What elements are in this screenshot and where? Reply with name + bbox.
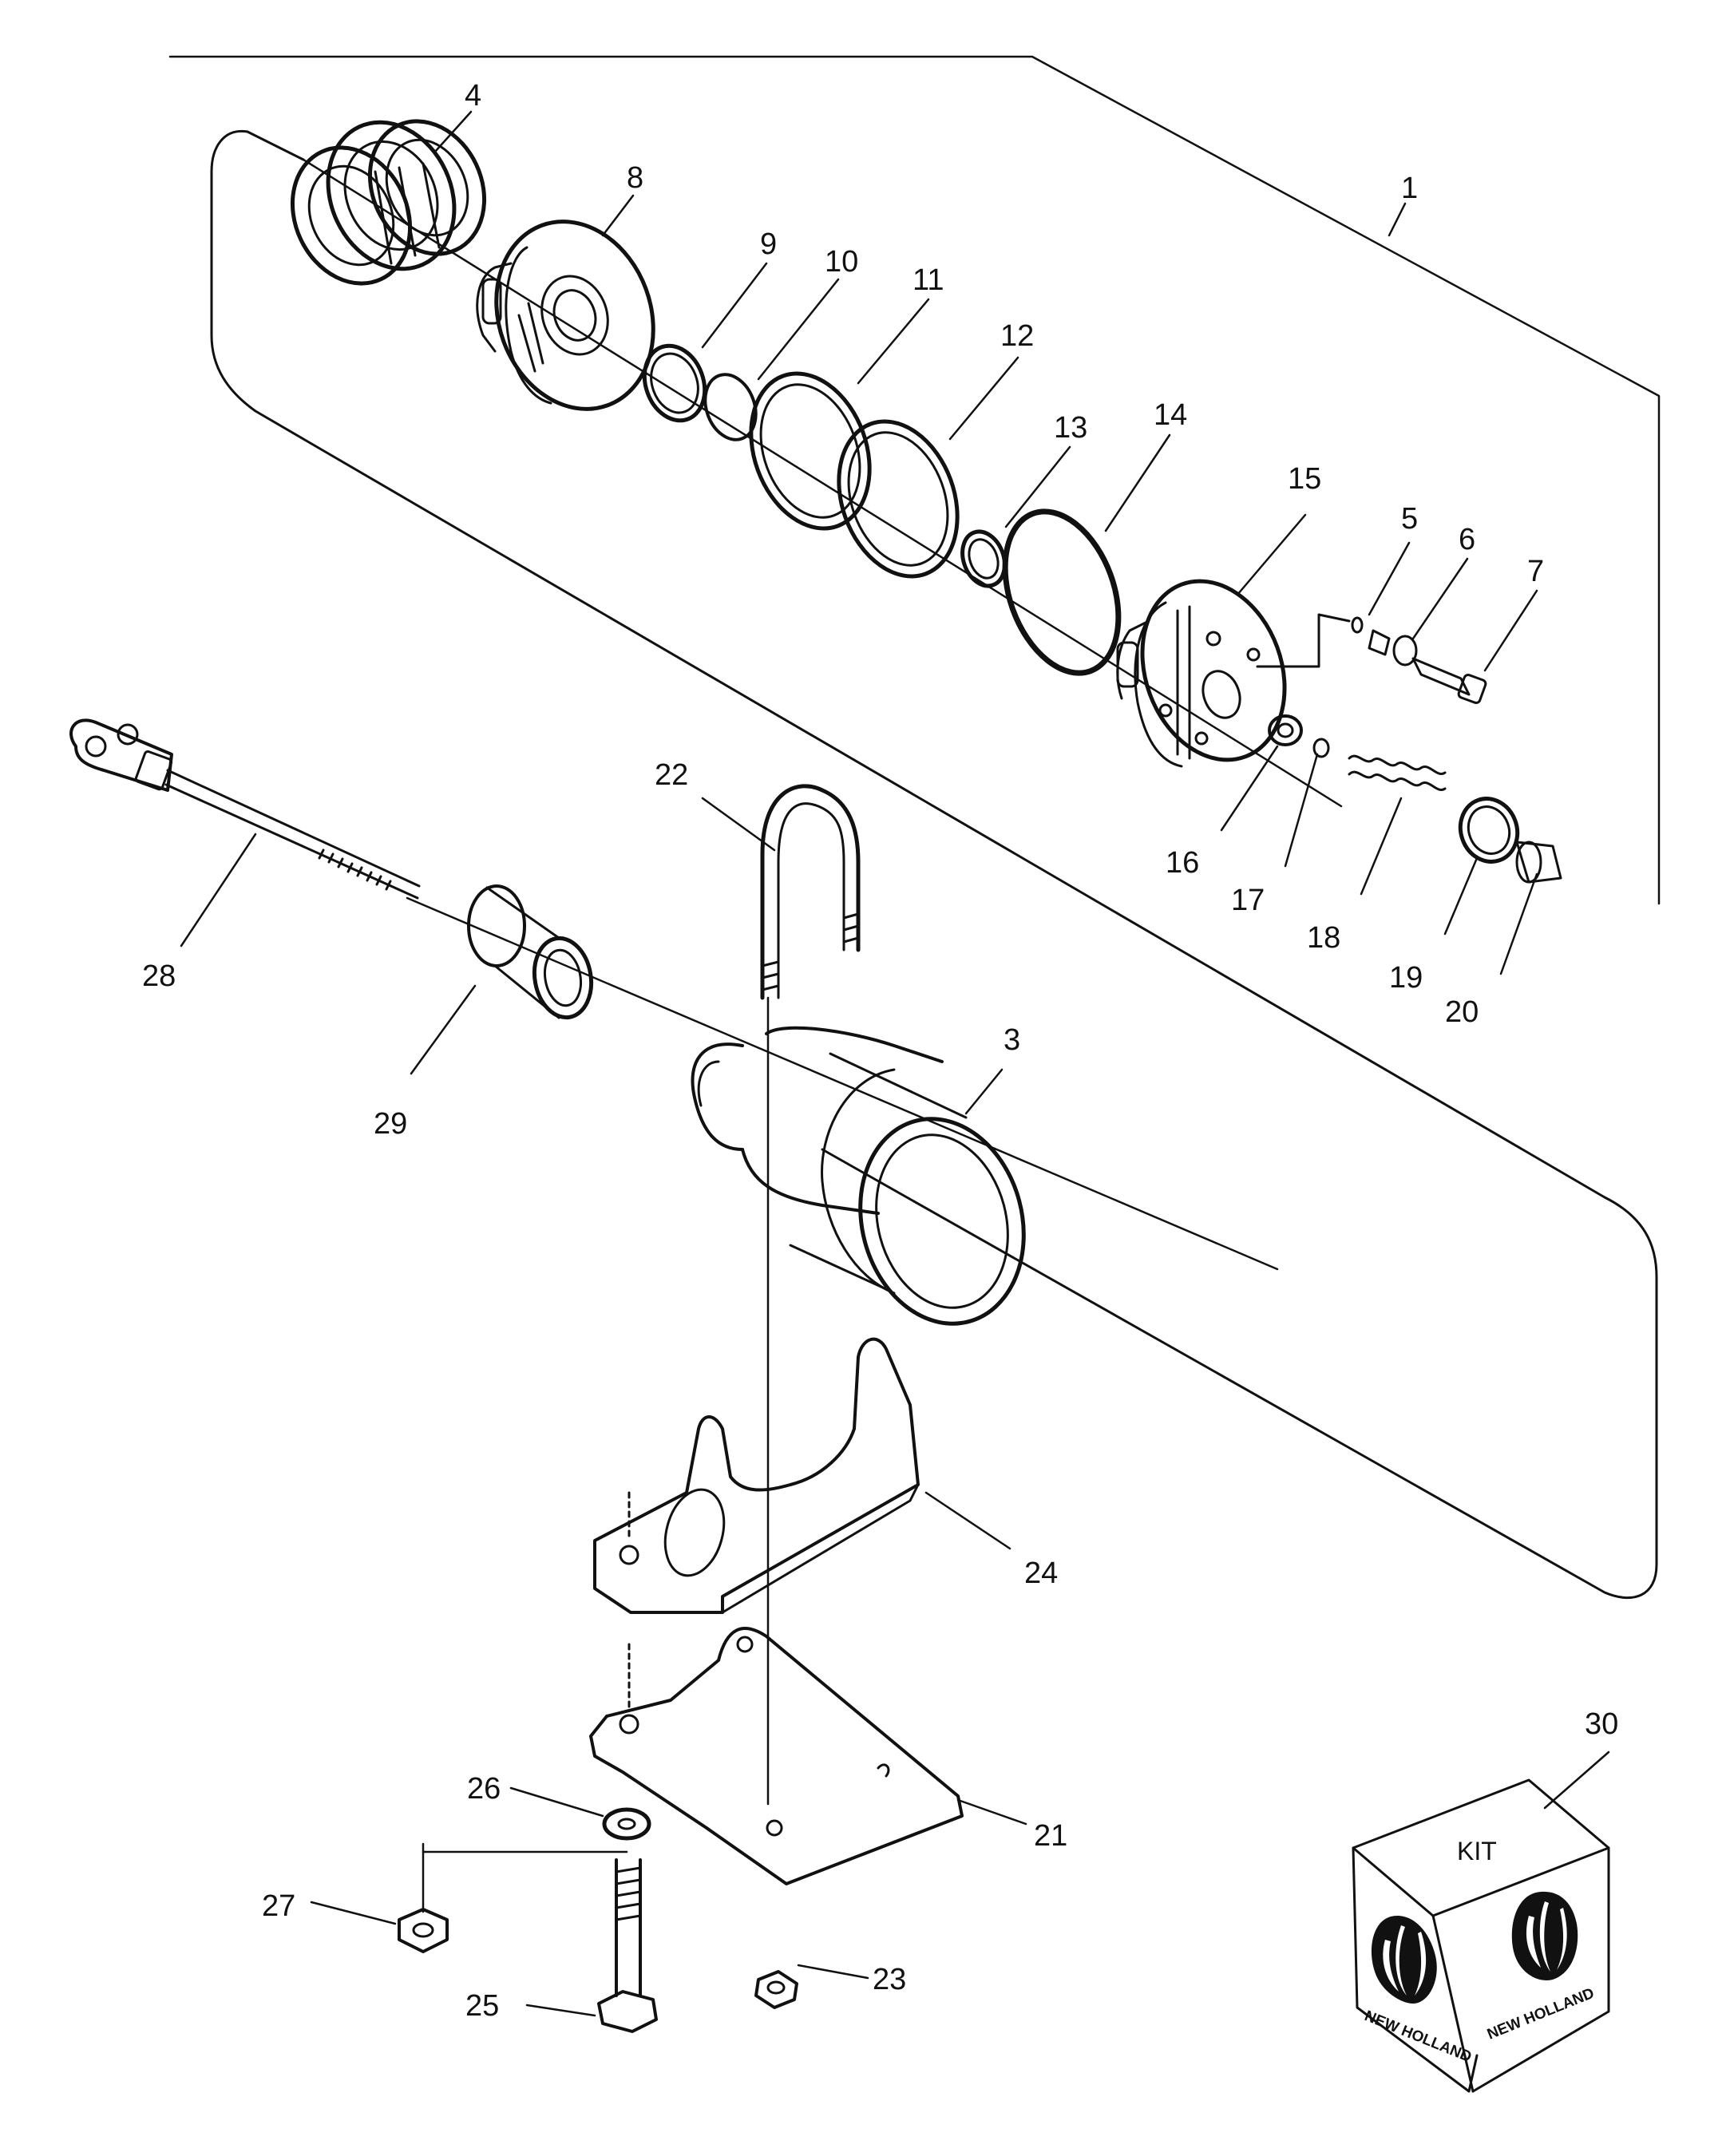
end-cap-part-15 bbox=[1116, 579, 1287, 768]
o-ring-part-10 bbox=[703, 373, 758, 441]
callout-5: 5 bbox=[1401, 502, 1418, 536]
brand-label-right: NEW HOLLAND bbox=[1485, 1985, 1597, 2043]
callout-3: 3 bbox=[1004, 1023, 1020, 1057]
assembly-axis bbox=[302, 158, 1343, 1806]
callout-12: 12 bbox=[1000, 319, 1034, 353]
callout-29: 29 bbox=[374, 1107, 407, 1141]
callout-21: 21 bbox=[1034, 1819, 1067, 1853]
leader-lines bbox=[180, 110, 1610, 2017]
callout-11: 11 bbox=[913, 263, 944, 297]
callout-27: 27 bbox=[262, 1889, 295, 1923]
callout-18: 18 bbox=[1307, 921, 1340, 955]
callout-13: 13 bbox=[1054, 411, 1087, 445]
washer-part-26 bbox=[602, 1807, 651, 1841]
callout-25: 25 bbox=[465, 1989, 499, 2023]
exploded-outline bbox=[210, 129, 1658, 1600]
callout-17: 17 bbox=[1231, 884, 1265, 917]
callout-28: 28 bbox=[142, 959, 176, 993]
valve-parts-16-20 bbox=[1268, 714, 1562, 884]
callout-8: 8 bbox=[627, 161, 643, 195]
snap-ring-part-13 bbox=[960, 529, 1007, 588]
cradle-bracket-part-24 bbox=[593, 1337, 920, 1614]
bushing-part-29 bbox=[467, 884, 594, 1020]
kit-label: KIT bbox=[1457, 1837, 1497, 1865]
seal-ring-part-12 bbox=[837, 419, 960, 579]
callout-7: 7 bbox=[1527, 555, 1544, 588]
cylinder-body-part-3 bbox=[691, 1026, 1026, 1326]
base-plate-part-21 bbox=[589, 1627, 964, 1885]
callout-26: 26 bbox=[467, 1772, 501, 1806]
callout-6: 6 bbox=[1459, 523, 1475, 556]
callout-19: 19 bbox=[1389, 961, 1423, 995]
spring-part-4 bbox=[290, 119, 487, 286]
o-ring-part-14 bbox=[1002, 508, 1122, 676]
kit-bracket-line bbox=[168, 55, 1661, 905]
callout-16: 16 bbox=[1166, 846, 1199, 880]
clevis-rod-part-28 bbox=[69, 718, 421, 900]
nut-part-27 bbox=[398, 1842, 628, 1953]
callout-24: 24 bbox=[1024, 1557, 1058, 1590]
callout-4: 4 bbox=[465, 79, 481, 113]
backup-ring-part-11 bbox=[749, 371, 872, 531]
callout-1: 1 bbox=[1401, 172, 1418, 205]
callout-10: 10 bbox=[825, 245, 858, 279]
callout-20: 20 bbox=[1445, 995, 1479, 1029]
kit-box-part-30: KIT NEW HOLLAND NEW HOLLAND bbox=[1352, 1778, 1610, 2093]
callout-30: 30 bbox=[1585, 1707, 1618, 1741]
callout-14: 14 bbox=[1154, 398, 1187, 432]
bolt-part-25 bbox=[597, 1858, 658, 2033]
u-bolt-part-22 bbox=[760, 784, 861, 1000]
piston-part-8 bbox=[476, 220, 655, 411]
nut-part-23 bbox=[754, 1970, 798, 2009]
callout-15: 15 bbox=[1288, 462, 1321, 496]
callout-23: 23 bbox=[873, 1963, 906, 1996]
bleeder-assembly-parts-5-6-7 bbox=[1256, 613, 1487, 704]
callout-22: 22 bbox=[655, 758, 688, 792]
snap-ring-part-9 bbox=[642, 343, 707, 423]
callout-9: 9 bbox=[760, 227, 777, 261]
